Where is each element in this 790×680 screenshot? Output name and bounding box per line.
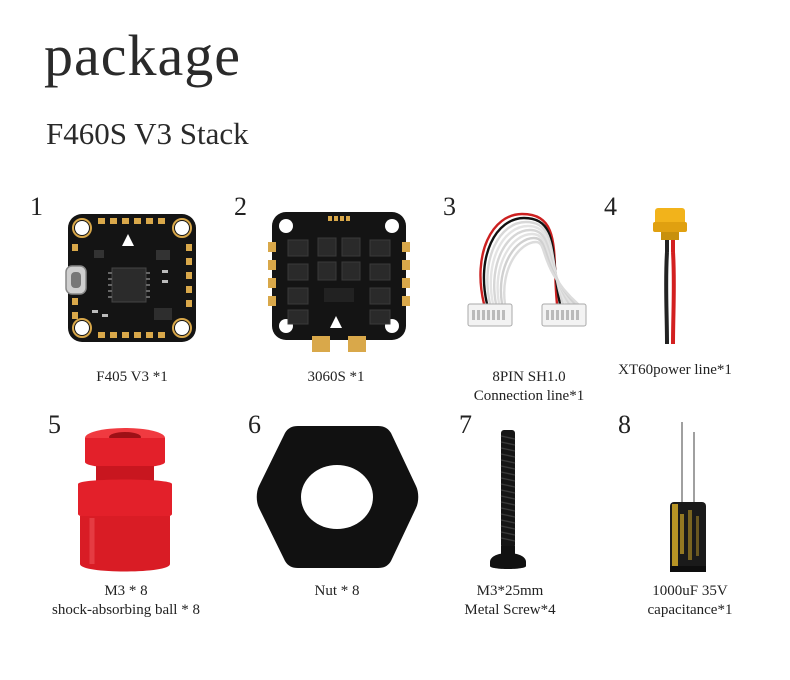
connection-cable-icon (467, 212, 587, 327)
page-subtitle: F460S V3 Stack (46, 116, 249, 151)
item-number-2: 2 (234, 192, 247, 221)
caption-line: capacitance*1 (647, 602, 733, 618)
caption-line: 1000uF 35V (652, 583, 728, 599)
xt60-power-cable-icon (653, 208, 687, 345)
page-title: package (44, 23, 241, 88)
caption-line: F405 V3 *1 (96, 369, 168, 385)
caption-line: M3*25mm (476, 583, 544, 599)
caption-line: shock-absorbing ball * 8 (52, 602, 200, 618)
item-caption-8: 1000uF 35V capacitance*1 (580, 582, 790, 620)
metal-screw-icon (490, 430, 526, 569)
caption-line: XT60power line*1 (618, 362, 732, 378)
caption-line: Nut * 8 (314, 583, 360, 599)
item-number-7: 7 (459, 410, 472, 439)
item-caption-3: 8PIN SH1.0 Connection line*1 (419, 368, 639, 406)
hex-nut-icon (256, 426, 419, 568)
item-caption-7: M3*25mm Metal Screw*4 (400, 582, 620, 620)
item-caption-5: M3 * 8 shock-absorbing ball * 8 (16, 582, 236, 620)
caption-line: 8PIN SH1.0 (492, 369, 566, 385)
capacitor-icon (670, 422, 706, 572)
item-number-6: 6 (248, 410, 261, 439)
rubber-grommet-icon (78, 428, 172, 572)
caption-line: 3060S *1 (307, 369, 365, 385)
item-number-4: 4 (604, 192, 617, 221)
item-number-3: 3 (443, 192, 456, 221)
esc-board-icon (268, 212, 410, 352)
caption-line: Metal Screw*4 (464, 602, 556, 618)
item-number-5: 5 (48, 410, 61, 439)
item-caption-4: XT60power line*1 (565, 361, 785, 380)
item-number-8: 8 (618, 410, 631, 439)
caption-line: M3 * 8 (104, 583, 148, 599)
item-caption-2: 3060S *1 (226, 368, 446, 387)
flight-controller-board-icon (65, 214, 196, 342)
item-caption-1: F405 V3 *1 (22, 368, 242, 387)
item-caption-6: Nut * 8 (227, 582, 447, 601)
item-number-1: 1 (30, 192, 43, 221)
caption-line: Connection line*1 (473, 388, 585, 404)
